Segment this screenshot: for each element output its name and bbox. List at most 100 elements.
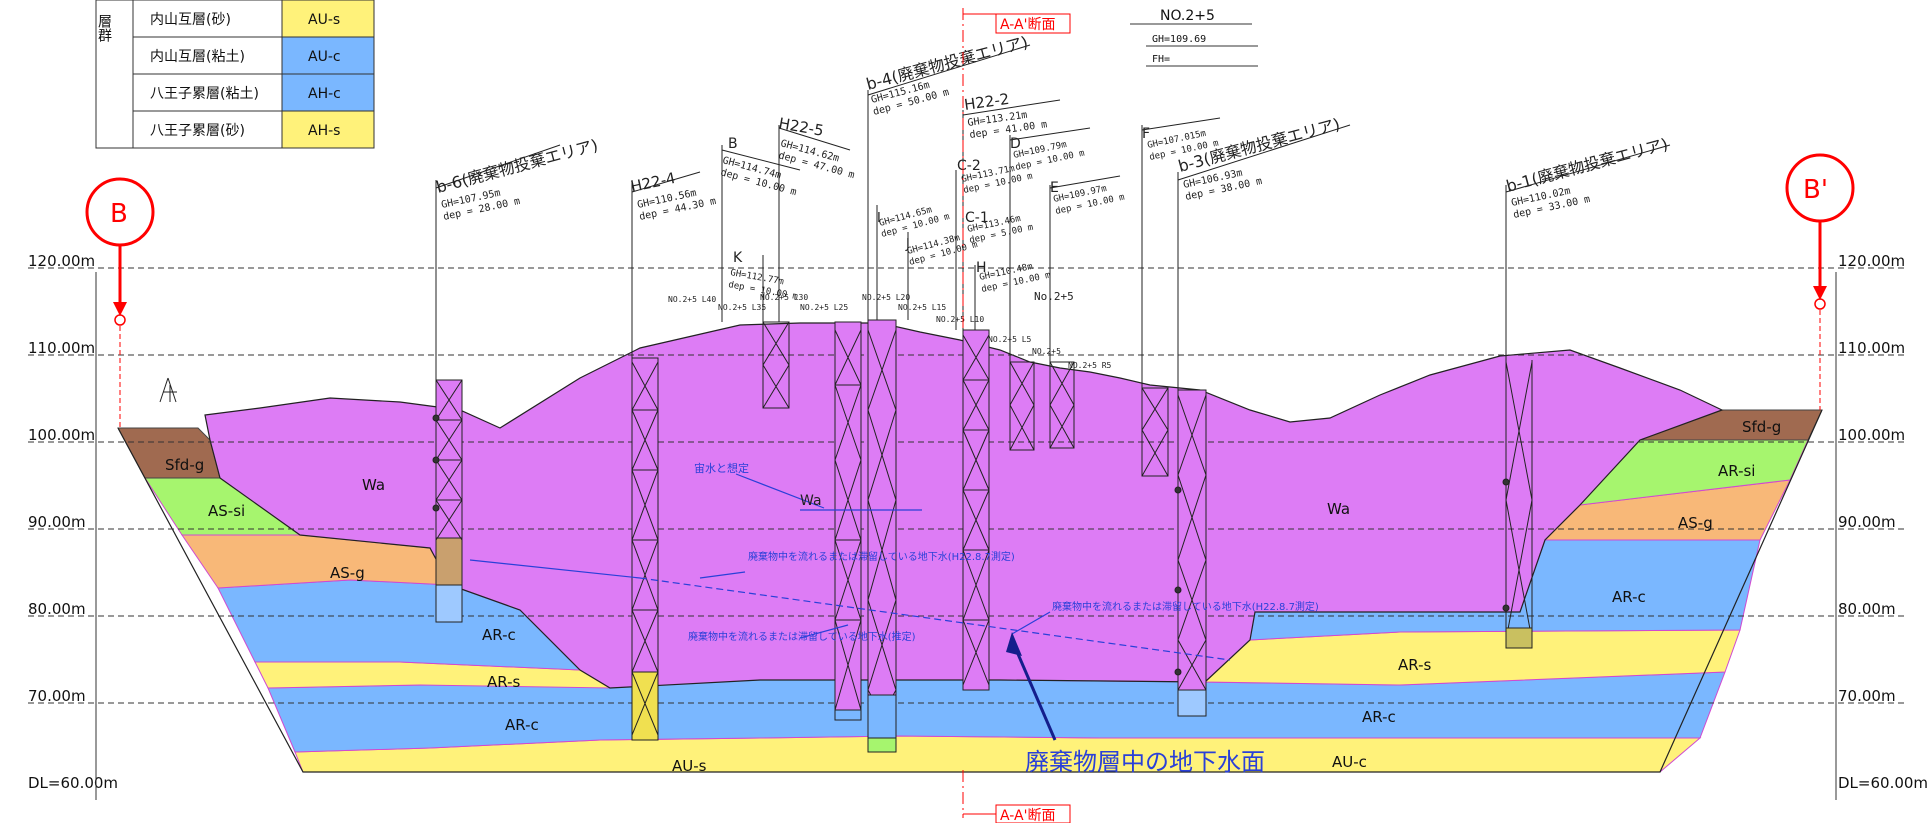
perched-water-label: 宙水と想定 xyxy=(694,461,749,475)
groundwater-callout-arrow xyxy=(1010,639,1057,741)
layer-label-ar-s-left: AR-s xyxy=(487,673,520,691)
layer-label-ar-s-right: AR-s xyxy=(1398,656,1431,674)
elevation-label-r-120: 120.00m xyxy=(1838,252,1905,270)
layer-label-ar-c-low-right: AR-c xyxy=(1362,708,1396,726)
layer-label-as-g-right: AS-g xyxy=(1678,514,1713,532)
layer-label-ar-c-right: AR-c xyxy=(1612,588,1646,606)
borehole-e-name: E xyxy=(1050,180,1059,196)
layer-label-as-g-left: AS-g xyxy=(330,564,365,582)
station-l20: NO.2+5 L20 xyxy=(862,293,910,302)
borehole-columns xyxy=(432,319,1533,753)
layer-label-au-c: AU-c xyxy=(1332,753,1367,771)
layer-label-sfd-g-right: Sfd-g xyxy=(1742,418,1781,436)
gw-measured-label-2: 廃棄物中を流れるまたは滞留している地下水(H22.8.7測定) xyxy=(1052,600,1319,613)
groundwater-lines xyxy=(469,473,1231,661)
station-l10: NO.2+5 L10 xyxy=(936,315,984,324)
fence-icon xyxy=(159,377,177,403)
gw-estimated-label: 廃棄物中を流れるまたは滞留している地下水(推定) xyxy=(688,630,916,643)
column-b1 xyxy=(1502,360,1533,649)
borehole-b1-name: b-1(廃棄物投棄エリア) xyxy=(1504,134,1670,195)
column-b6 xyxy=(432,379,463,623)
borehole-b4-name: b-4(廃棄物投棄エリア) xyxy=(864,32,1030,93)
column-k xyxy=(762,321,790,409)
legend-table: 層群 内山互層(砂) 内山互層(粘土) 八王子累層(粘土) 八王子累層(砂) A… xyxy=(95,0,375,149)
legend-row-2-name: 内山互層(粘土) xyxy=(150,49,245,65)
elevation-label-r-60: DL=60.00m xyxy=(1838,774,1928,792)
borehole-b6-name: b-6(廃棄物投棄エリア) xyxy=(434,135,600,196)
arrow-head-icon xyxy=(1006,632,1022,656)
station-l25: NO.2+5 L25 xyxy=(800,303,848,312)
station-l40: NO.2+5 L40 xyxy=(668,295,716,304)
station-zero: NO.2+5 xyxy=(1032,347,1061,356)
layer-label-wa-right: Wa xyxy=(1327,500,1350,518)
aa-section-markers xyxy=(962,8,1071,824)
station-l35: NO.2+5 L35 xyxy=(718,303,766,312)
column-e xyxy=(1049,361,1075,449)
elevation-label-l-70: 70.00m xyxy=(28,687,86,705)
legend-row-3-code: AH-c xyxy=(308,86,341,102)
borehole-f-name: F xyxy=(1142,126,1150,142)
borehole-h-name: H xyxy=(976,260,987,276)
elevation-label-r-90: 90.00m xyxy=(1838,513,1896,531)
legend-row-2-code: AU-c xyxy=(308,49,341,65)
elevation-label-r-100: 100.00m xyxy=(1838,426,1905,444)
elevation-label-r-110: 110.00m xyxy=(1838,339,1905,357)
wa-mid-label: Wa xyxy=(800,493,822,509)
elevation-grid: 120.00m 120.00m 110.00m 110.00m 100.00m 100.0… xyxy=(28,252,1928,792)
borehole-h22-4-name: H22-4 xyxy=(629,169,677,196)
section-gh: GH=109.69 xyxy=(1152,34,1206,45)
layer-label-ar-si-right: AR-si xyxy=(1718,462,1755,480)
elevation-label-l-90: 90.00m xyxy=(28,513,86,531)
elevation-label-l-60: DL=60.00m xyxy=(28,774,118,792)
section-header: NO.2+5 GH=109.69 FH= xyxy=(1130,8,1258,67)
groundwater-big-label: 廃棄物層中の地下水面 xyxy=(1025,748,1265,776)
borehole-i-name: I xyxy=(877,211,881,226)
elevation-label-l-100: 100.00m xyxy=(28,426,95,444)
section-no: NO.2+5 xyxy=(1160,8,1215,24)
elevation-label-l-120: 120.00m xyxy=(28,252,95,270)
station-l30: NO.2+5 L30 xyxy=(760,293,808,302)
column-h22-4 xyxy=(631,357,659,741)
b-marker-left xyxy=(85,177,155,428)
station-marker-label: No.2+5 xyxy=(1034,290,1074,303)
b-marker-right xyxy=(1785,153,1855,410)
legend-row-4-name: 八王子累層(砂) xyxy=(150,123,245,139)
b-marker-right-label: B' xyxy=(1803,175,1828,205)
legend-side-label: 層群 xyxy=(96,14,112,42)
borehole-d-name: D xyxy=(1010,136,1021,152)
section-fh: FH= xyxy=(1152,54,1170,65)
elevation-label-r-80: 80.00m xyxy=(1838,600,1896,618)
elevation-label-r-70: 70.00m xyxy=(1838,687,1896,705)
borehole-h22-5-name: H22-5 xyxy=(777,114,825,140)
legend-row-4-code: AH-s xyxy=(308,123,340,139)
layer-label-as-si: AS-si xyxy=(208,502,245,520)
borehole-headers xyxy=(435,44,1671,390)
column-h22-2 xyxy=(962,329,990,691)
layer-label-ar-c-low-left: AR-c xyxy=(505,716,539,734)
column-b4 xyxy=(867,319,897,753)
column-b3 xyxy=(1174,389,1207,717)
column-d xyxy=(1009,361,1035,451)
column-h22-5 xyxy=(834,321,862,721)
borehole-h22-2-name: H22-2 xyxy=(963,90,1010,114)
layer-label-ar-c-left: AR-c xyxy=(482,626,516,644)
station-r5: NO.2+5 R5 xyxy=(1068,361,1112,370)
elevation-label-l-110: 110.00m xyxy=(28,339,95,357)
station-l5: NO.2+5 L5 xyxy=(988,335,1032,344)
aa-section-bottom-label: A-A'断面 xyxy=(1000,808,1055,823)
station-l15: NO.2+5 L15 xyxy=(898,303,946,312)
legend-row-1-name: 内山互層(砂) xyxy=(150,12,231,28)
borehole-k-name: K xyxy=(733,250,743,266)
legend-row-1-code: AU-s xyxy=(308,12,340,28)
aa-section-top-label: A-A'断面 xyxy=(1000,17,1055,33)
b-marker-left-label: B xyxy=(110,199,128,229)
legend-row-3-name: 八王子累層(粘土) xyxy=(150,86,259,102)
gw-measured-label-1: 廃棄物中を流れるまたは滞留している地下水(H22.8.7測定) xyxy=(748,550,1015,563)
borehole-b-name: B xyxy=(728,136,738,152)
borehole-j-name: J xyxy=(905,237,910,252)
elevation-label-l-80: 80.00m xyxy=(28,600,86,618)
layer-label-wa-left: Wa xyxy=(362,476,385,494)
layer-label-sfd-g-left: Sfd-g xyxy=(165,456,204,474)
borehole-c1-name: C-1 xyxy=(965,210,989,226)
